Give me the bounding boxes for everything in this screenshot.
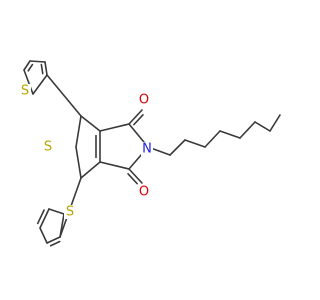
atom-s-core: S — [42, 140, 54, 155]
bond-tC3-tC2 — [44, 61, 48, 76]
atom-label-text: O — [139, 185, 149, 200]
bond-tC3-tC2-second — [40, 63, 44, 75]
bond-bC2-bC3-second — [36, 209, 45, 225]
atom-label-text: N — [142, 142, 152, 157]
bond-c2-c1 — [75, 115, 82, 148]
bond-a3-a4 — [204, 130, 221, 148]
bond-bC3-bC4 — [39, 227, 48, 244]
atom-label-layer: S S S O O N — [19, 84, 153, 220]
atom-s-top: S — [19, 84, 31, 99]
bond-c7-o2 — [128, 168, 143, 184]
bond-a5-a6 — [239, 121, 256, 139]
atom-label-text: S — [66, 205, 74, 220]
atom-n-imide: N — [141, 142, 153, 157]
bond-tS-tC5 — [23, 69, 34, 95]
atom-label-background — [138, 93, 150, 107]
atom-label-background — [141, 142, 153, 156]
atom-s-bottom: S — [64, 205, 76, 220]
bond-tC2-tS — [32, 74, 48, 95]
bond-tC5-tC4-second — [27, 63, 34, 72]
bond-c4-c3 — [80, 161, 101, 179]
bond-c1-tC2 — [46, 74, 82, 117]
bond-c7-o2-second — [127, 173, 138, 185]
atom-o-upper: O — [138, 93, 150, 108]
bond-a1-a2 — [169, 139, 186, 156]
atom-label-background — [19, 84, 31, 98]
atom-label-text: O — [139, 93, 149, 108]
atom-label-text: S — [21, 84, 29, 99]
atom-label-background — [64, 205, 76, 219]
bond-a2-a3 — [184, 139, 206, 148]
bond-bC4-bC5-second — [49, 240, 61, 247]
bond-c5-c6 — [99, 123, 130, 132]
bond-c6-o1-second — [133, 114, 144, 126]
atom-label-background — [42, 140, 54, 154]
bond-layer — [23, 60, 281, 247]
bond-a6-a7 — [254, 121, 271, 132]
atom-label-text: S — [44, 140, 52, 155]
bond-tC5-tC4 — [23, 60, 31, 71]
bond-a4-a5 — [219, 130, 241, 139]
atom-o-lower: O — [138, 185, 150, 200]
atom-label-background — [138, 185, 150, 199]
bond-bC4-bC5 — [46, 236, 61, 244]
bond-tC4-tC3 — [29, 60, 46, 63]
bond-c3-c2 — [75, 146, 82, 179]
bond-a7-a8 — [269, 114, 281, 132]
bond-bS-bC2 — [48, 208, 65, 215]
bond-bC2-bC3 — [39, 208, 50, 229]
bond-c7-c4 — [99, 161, 130, 170]
bond-c1-c5 — [80, 115, 101, 132]
molecule-structure: S S S O O N — [19, 60, 281, 247]
bond-c6-o1 — [128, 109, 143, 125]
bond-bC5-bS — [59, 213, 65, 238]
